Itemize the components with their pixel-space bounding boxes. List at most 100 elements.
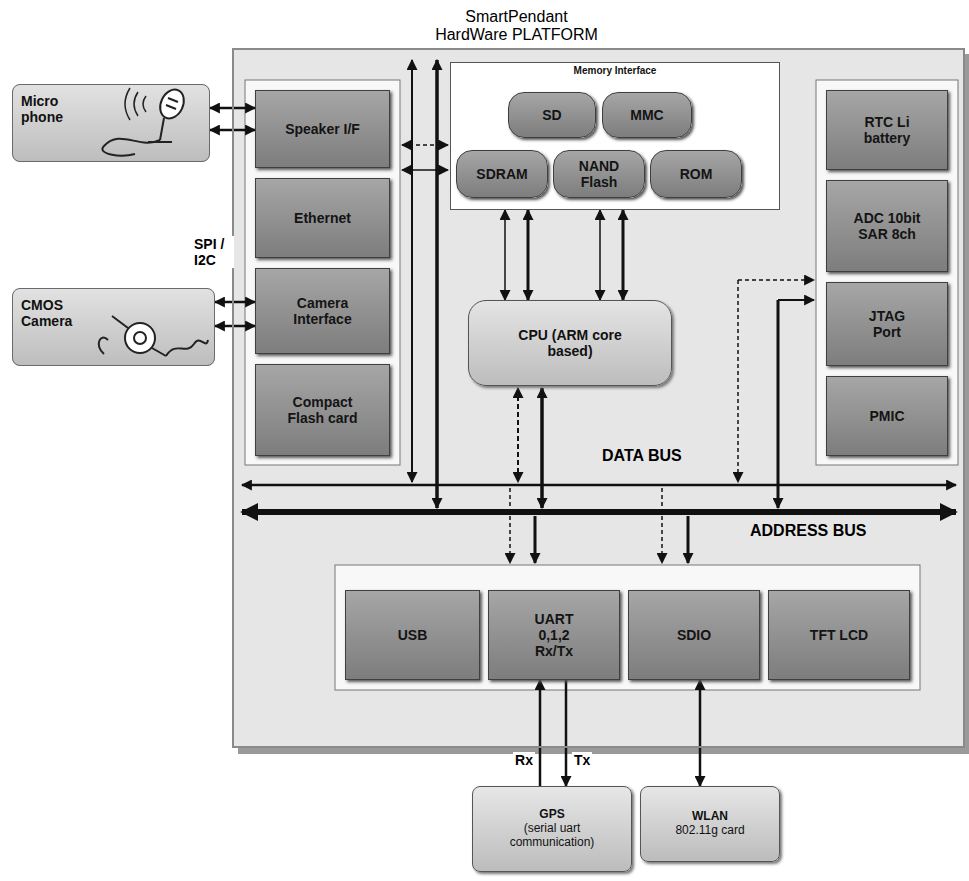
node-label: SD [542,107,561,123]
module-box: ROM [650,150,742,198]
connector [527,210,530,300]
connector [539,680,542,786]
bus-tap [661,488,663,563]
bus-tap [737,280,739,482]
module-box: RTC Li battery [826,90,948,170]
bus-tap [435,60,439,508]
bus-taps [402,60,814,563]
node-label: SDRAM [476,166,527,182]
connector [215,301,255,304]
module-box: NAND Flash [553,150,645,198]
node-label: GPS [539,808,564,822]
bus-tap [687,516,690,563]
module-box: Speaker I/F [255,90,390,168]
connector [622,210,625,300]
node-label: WLAN [692,810,728,824]
mic-stand [148,118,172,142]
module-box: PMIC [826,376,948,456]
camera-cable [166,340,208,356]
mic-grille [166,105,176,109]
node-label: PMIC [870,408,905,424]
module-box: TFT LCD [768,590,910,680]
external-device: Micro phone [12,84,210,162]
address-bus [242,509,956,515]
module-box: Ethernet [255,178,390,258]
node-label: RTC Li battery [847,114,927,146]
mic-grille [168,98,178,102]
bus-tap [402,144,448,146]
cpu-box: CPU (ARM core based) [468,300,672,386]
node-label: (serial uart communication) [492,822,612,850]
node-label: TFT LCD [810,627,868,643]
external-device: CMOS Camera [12,288,215,366]
module-box: ADC 10bit SAR 8ch [826,180,948,272]
node-label: Micro phone [21,93,83,125]
connector [504,210,506,300]
bus-tap [509,488,511,563]
data-bus [242,484,956,487]
platform-box: SmartPendant HardWare PLATFORMSpeaker I/… [232,48,965,748]
node-label: 802.11g card [675,824,744,838]
platform-title: SmartPendant HardWare PLATFORM [434,8,599,44]
node-label: Camera Interface [273,295,373,327]
mic-cable [102,139,160,156]
external-device: WLAN802.11g card [640,786,780,862]
node-label: NAND Flash [569,158,629,190]
bus-name: DATA BUS [600,447,684,465]
left-panel [245,80,400,465]
signal-name: SPI / I2C [192,236,234,268]
signal-name: Rx [513,752,535,768]
bus-name: ADDRESS BUS [748,522,868,540]
connector [215,325,255,328]
camera-lens [134,332,146,344]
module-box: JTAG Port [826,282,948,366]
module-box: SDRAM [456,150,548,198]
node-label: USB [398,627,428,643]
camera-body [125,323,155,353]
bus-tap [517,388,519,482]
node-label: Ethernet [294,210,351,226]
bus-tap [777,300,780,508]
microphone-ground [12,84,210,162]
node-label: UART 0,1,2 Rx/Tx [519,611,589,659]
module-box: Camera Interface [255,268,390,354]
node-label: CMOS Camera [21,297,91,329]
module-box: UART 0,1,2 Rx/Tx [488,590,620,680]
module-box: SDIO [628,590,760,680]
bus-tap [411,60,413,482]
external-device: GPS(serial uart communication) [472,786,632,872]
node-label: ROM [680,166,713,182]
bus-tap [402,169,448,171]
node-label: Compact Flash card [278,394,368,426]
connector [699,680,702,786]
node-label: ADC 10bit SAR 8ch [852,210,922,242]
bus-tap [534,516,537,563]
right-panel [816,80,958,465]
bus-tap [778,299,814,301]
platform-ground [232,48,965,748]
module-box: Compact Flash card [255,364,390,456]
camera-mount [112,316,166,356]
signal-name: Tx [572,752,592,768]
memory-group: Memory InterfaceSD MMC SDRAM NAND Flash ROM [450,62,780,210]
bus-tap [540,388,544,508]
camera-ground [12,288,215,366]
node-label: CPU (ARM core based) [500,327,640,359]
node-label: Memory Interface [574,65,657,77]
camera-cable [99,338,108,354]
connector [565,680,568,786]
module-box: SD [508,92,596,138]
connector [599,210,601,300]
node-label: MMC [630,107,663,123]
mic-head [156,86,189,122]
bottom-panel [335,565,920,690]
module-box: MMC [602,92,692,138]
camera-icon [99,316,208,356]
microphone-icon [102,86,188,156]
node-label: JTAG Port [857,308,917,340]
node-label: Speaker I/F [285,121,360,137]
module-box: USB [345,590,480,680]
node-label: SDIO [677,627,711,643]
bus-tap [738,279,814,281]
